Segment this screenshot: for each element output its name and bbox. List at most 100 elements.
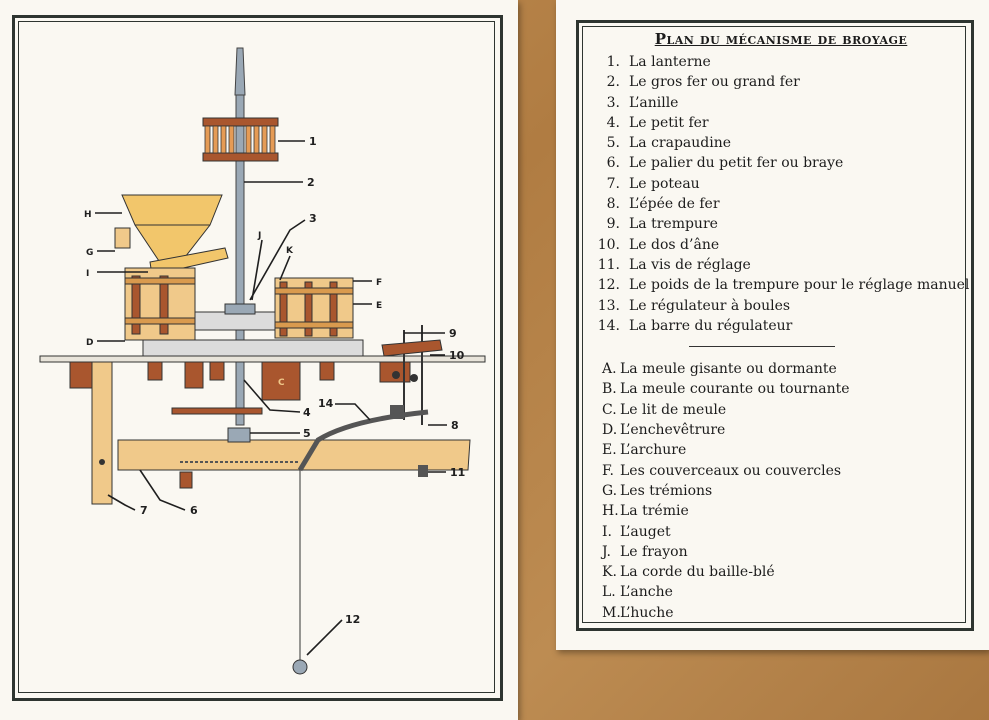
legend-item-marker: G. bbox=[602, 482, 618, 499]
legend-item-label: La corde du baille-blé bbox=[620, 564, 775, 581]
legend-item-marker: A. bbox=[602, 361, 617, 378]
legend-item-marker: 2. bbox=[606, 74, 620, 91]
legend-item: 7.Le poteau bbox=[596, 174, 966, 194]
label-D: D bbox=[86, 338, 93, 348]
label-9: 9 bbox=[449, 327, 457, 340]
label-H: H bbox=[84, 210, 92, 220]
legend-item: L.L’anche bbox=[596, 582, 966, 602]
left-stone-casing bbox=[124, 267, 196, 341]
legend-item: 14. La barre du régulateur bbox=[596, 316, 966, 336]
legend: Plan du mécanisme de broyage 1. La lanter… bbox=[596, 30, 970, 623]
legend-item: 6. Le palier du petit fer ou braye bbox=[596, 153, 966, 173]
label-K: K bbox=[286, 246, 294, 256]
legend-item: J.Le frayon bbox=[596, 542, 966, 562]
legend-item-label: La trempure bbox=[629, 216, 718, 233]
legend-item-label: La meule gisante ou dormante bbox=[620, 361, 837, 378]
label-10: 10 bbox=[449, 349, 465, 362]
legend-item-marker: E. bbox=[602, 442, 617, 459]
legend-item-label: La meule courante ou tournante bbox=[620, 381, 850, 398]
legend-item-label: Le dos d’âne bbox=[629, 236, 720, 253]
legend-item: 13.Le régulateur à boules bbox=[596, 296, 966, 316]
legend-item-marker: 4. bbox=[606, 114, 620, 131]
legend-item-label: L’auget bbox=[620, 523, 671, 540]
legend-item-marker: 12. bbox=[597, 277, 620, 294]
diagram-card: 1 2 3 4 5 6 7 8 9 10 11 12 14 H G I D J … bbox=[0, 0, 518, 720]
bearing-plate bbox=[171, 407, 263, 415]
label-5: 5 bbox=[303, 427, 311, 440]
legend-item: 2. Le gros fer ou grand fer bbox=[596, 72, 966, 92]
legend-item-marker: F. bbox=[602, 462, 614, 479]
legend-item: K.La corde du baille-blé bbox=[596, 562, 966, 582]
legend-item: E.L’archure bbox=[596, 440, 966, 460]
legend-item: A.La meule gisante ou dormante bbox=[596, 359, 966, 379]
label-G: G bbox=[86, 248, 93, 258]
legend-item-marker: 3. bbox=[606, 94, 620, 111]
legend-item: D.L’enchevêtrure bbox=[596, 420, 966, 440]
legend-item-label: L’enchevêtrure bbox=[620, 422, 726, 439]
legend-item-label: L’épée de fer bbox=[629, 196, 720, 213]
iron-lever bbox=[297, 409, 429, 472]
bridge-tree bbox=[117, 439, 471, 471]
mill-mechanism-diagram: 1 2 3 4 5 6 7 8 9 10 11 12 14 H G I D J … bbox=[39, 47, 486, 675]
legend-item-label: Le lit de meule bbox=[620, 401, 727, 418]
legend-item-marker: 11. bbox=[597, 256, 620, 273]
legend-item-label: La trémie bbox=[620, 503, 689, 520]
legend-item: H.La trémie bbox=[596, 501, 966, 521]
legend-item: B.La meule courante ou tournante bbox=[596, 379, 966, 399]
label-C: C bbox=[278, 378, 285, 388]
label-3: 3 bbox=[309, 212, 317, 225]
legend-frame-inner bbox=[582, 26, 966, 623]
label-4: 4 bbox=[303, 406, 311, 419]
legend-item-marker: I. bbox=[602, 523, 612, 540]
label-11: 11 bbox=[450, 466, 465, 479]
legend-item-marker: 5. bbox=[606, 135, 620, 152]
legend-item-label: Le poids de la trempure pour le réglage … bbox=[629, 277, 970, 294]
label-6: 6 bbox=[190, 504, 198, 517]
lantern-gear bbox=[202, 117, 279, 162]
label-1: 1 bbox=[309, 135, 317, 148]
legend-item: 10. Le dos d’âne bbox=[596, 235, 966, 255]
numbered-parts-list: 1. La lanterne 2. Le gros fer ou grand fer 3… bbox=[596, 52, 970, 336]
legend-item: 5.La crapaudine bbox=[596, 133, 966, 153]
legend-item-marker: D. bbox=[602, 422, 618, 439]
legend-title: Plan du mécanisme de broyage bbox=[654, 30, 908, 48]
legend-item-marker: 14. bbox=[597, 317, 620, 334]
post bbox=[91, 361, 113, 505]
legend-item-label: Les couverceaux ou couvercles bbox=[620, 462, 842, 479]
legend-item-marker: M. bbox=[602, 604, 621, 621]
legend-item: 4. Le petit fer bbox=[596, 113, 966, 133]
legend-card: Plan du mécanisme de broyage 1. La lanter… bbox=[556, 0, 989, 650]
legend-item-marker: 13. bbox=[597, 297, 620, 314]
legend-item-marker: B. bbox=[602, 381, 617, 398]
floor-beam-2 bbox=[261, 361, 301, 401]
legend-item-label: L’anche bbox=[620, 584, 673, 601]
legend-item: 12. Le poids de la trempure pour le régla… bbox=[596, 275, 970, 295]
legend-item-label: La vis de réglage bbox=[629, 256, 751, 273]
legend-item-label: Le gros fer ou grand fer bbox=[629, 74, 800, 91]
legend-item-label: La barre du régulateur bbox=[629, 317, 793, 334]
legend-item-marker: 10. bbox=[597, 236, 620, 253]
legend-frame-outer bbox=[576, 20, 974, 631]
legend-item: 8.L’épée de fer bbox=[596, 194, 966, 214]
legend-item-label: L’huche bbox=[620, 604, 674, 621]
legend-item-marker: 6. bbox=[606, 155, 620, 172]
weight-ball bbox=[292, 659, 308, 675]
legend-item-marker: 7. bbox=[606, 175, 620, 192]
legend-item-label: Le palier du petit fer ou braye bbox=[629, 155, 844, 172]
label-I: I bbox=[86, 269, 89, 279]
label-12: 12 bbox=[345, 613, 360, 626]
legend-item-marker: 9. bbox=[606, 216, 620, 233]
legend-item-marker: L. bbox=[602, 584, 616, 601]
hopper-frame bbox=[114, 227, 131, 249]
adjusting-screw bbox=[418, 465, 428, 477]
legend-item: 11. La vis de réglage bbox=[596, 255, 966, 275]
legend-item-label: La lanterne bbox=[629, 54, 711, 70]
label-E: E bbox=[376, 301, 382, 311]
legend-item-label: L’anille bbox=[629, 94, 679, 111]
label-J: J bbox=[257, 231, 261, 241]
diagram-frame-inner bbox=[18, 21, 495, 693]
legend-item-marker: 1. bbox=[606, 54, 620, 70]
legend-item-label: Le petit fer bbox=[629, 114, 709, 131]
label-2: 2 bbox=[307, 176, 315, 189]
